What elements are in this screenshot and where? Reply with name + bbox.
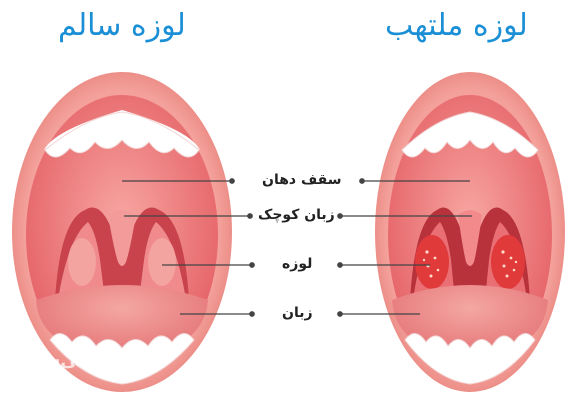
tongue-label: زبان: [282, 305, 313, 321]
inflamed-left-tonsil: [415, 235, 449, 289]
uvula-label: زبان کوچک: [258, 207, 335, 223]
tonsil-label: لوزه: [282, 256, 312, 272]
healthy-mouth: [12, 72, 232, 392]
palate-label: سقف دهان: [262, 172, 342, 188]
watermark-logo: نی‌نی‌سایت: [10, 350, 110, 371]
inflamed-right-tonsil: [491, 235, 525, 289]
healthy-right-tonsil: [148, 238, 176, 286]
healthy-left-tonsil: [68, 238, 96, 286]
inflamed-mouth: [375, 72, 565, 392]
